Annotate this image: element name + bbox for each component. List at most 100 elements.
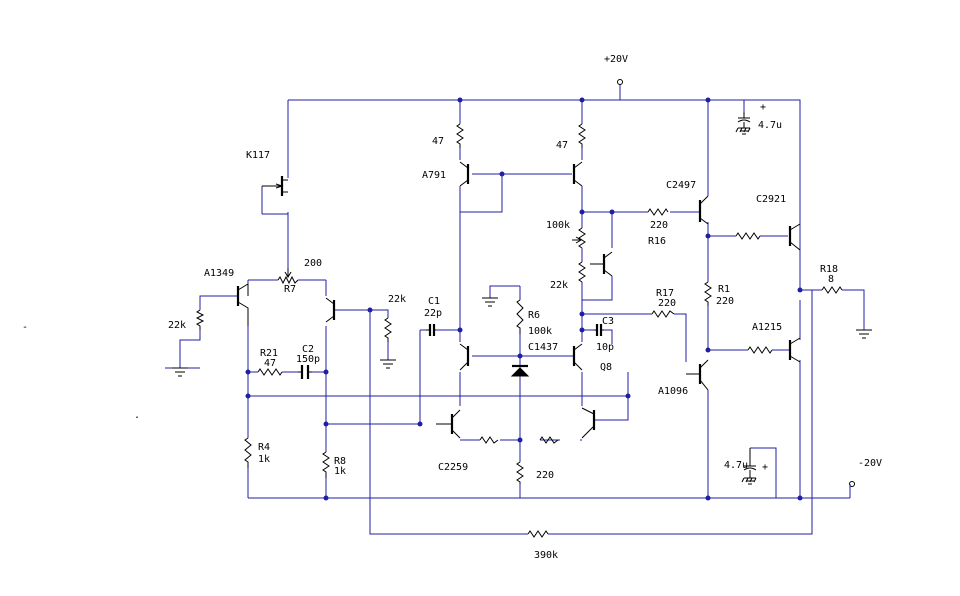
transistor-a1349-right [325, 297, 336, 323]
r21-name: R21 [260, 348, 278, 359]
q8-label: Q8 [600, 362, 612, 373]
resistor-r21 [257, 368, 283, 376]
r47-right-value: 47 [556, 140, 568, 151]
r1-value: 220 [716, 296, 734, 307]
transistor-a1096 [686, 359, 709, 391]
c3-value: 10p [596, 342, 614, 353]
cap-top-value: 4.7u [758, 120, 782, 131]
c1-value: 22p [424, 308, 442, 319]
c2259-label: C2259 [438, 462, 468, 473]
r-input-value: 22k [168, 320, 186, 331]
r4-name: R4 [258, 442, 270, 453]
transistors [236, 161, 801, 439]
transistor-c1437 [572, 343, 583, 371]
zener-diode [510, 364, 530, 440]
resistor-c2921-base [735, 232, 761, 240]
r220-bottom-value: 220 [536, 470, 554, 481]
r8-name: R8 [334, 456, 346, 467]
r7-value: 200 [304, 258, 322, 269]
r8-value: 1k [334, 466, 346, 477]
capacitor-c3 [595, 324, 603, 336]
r390k-value: 390k [534, 550, 558, 561]
transistor-c2497 [698, 195, 709, 225]
r1-name: R1 [718, 284, 730, 295]
resistor-47-right [578, 123, 586, 148]
capacitor-4u7-bottom [741, 448, 757, 485]
c1-name: C1 [428, 296, 440, 307]
resistor-emitter-right [539, 436, 559, 444]
cap-bottom-plus: + [762, 462, 768, 473]
resistor-a1215-base [747, 346, 773, 354]
resistor-r1 [704, 281, 712, 306]
pos-supply-terminal [617, 79, 623, 85]
resistor-r17 [651, 310, 675, 318]
resistor-390k [527, 530, 549, 538]
ground-input [172, 367, 188, 377]
transistor-vbe-multiplier [590, 251, 613, 277]
ground-output-divider [380, 359, 396, 369]
r47-left-value: 47 [432, 136, 444, 147]
neg-supply-label: -20V [858, 458, 882, 469]
resistor-r7 [277, 275, 299, 285]
transistor-c2259-left [436, 409, 461, 439]
labels: +20V -20V + 4.7u + 4.7u K117 200 R7 A134… [22, 54, 882, 561]
a1349-label: A1349 [204, 268, 234, 279]
transistor-mid-left [459, 343, 470, 371]
resistor-47-left [456, 123, 464, 148]
r100k-value: 100k [546, 220, 570, 231]
transistor-c2921 [788, 223, 801, 251]
cap-top-plus: + [760, 102, 766, 113]
resistors [195, 123, 843, 538]
capacitor-c2 [300, 365, 310, 379]
r7-name: R7 [284, 284, 296, 295]
transistor-a791-left [459, 161, 470, 187]
resistor-r4 [244, 437, 252, 468]
r22k-mid-value: 22k [550, 280, 568, 291]
r6-name: R6 [528, 310, 540, 321]
k117-label: K117 [246, 150, 270, 161]
r17-value: 220 [658, 298, 676, 309]
capacitor-4u7-top [735, 112, 751, 135]
jfet-k117 [262, 176, 288, 196]
r4-value: 1k [258, 454, 270, 465]
c2-name: C2 [302, 344, 314, 355]
r17-name: R17 [656, 288, 674, 299]
r18-name: R18 [820, 264, 838, 275]
ground-speaker [856, 329, 872, 339]
resistor-22k-output [384, 317, 392, 342]
c2921-label: C2921 [756, 194, 786, 205]
resistor-r6 [516, 299, 524, 334]
c3-name: C3 [602, 316, 614, 327]
r21-value: 47 [264, 358, 276, 369]
resistor-r18 [821, 286, 843, 294]
transistor-a1215 [788, 337, 801, 363]
c2497-label: C2497 [666, 180, 696, 191]
r6-value: 100k [528, 326, 552, 337]
resistor-22k-input [195, 309, 205, 330]
c2-value: 150p [296, 354, 320, 365]
dash-mark: - [22, 322, 28, 333]
transistor-c2259-right [581, 407, 596, 439]
resistor-emitter-left [479, 436, 499, 444]
resistor-100k-pot [578, 227, 586, 249]
capacitor-c1 [428, 324, 436, 336]
ground-r6 [482, 297, 498, 307]
pos-supply-label: +20V [604, 54, 628, 65]
a1215-label: A1215 [752, 322, 782, 333]
resistor-r16 [647, 208, 669, 216]
dot-mark: . [134, 410, 140, 421]
resistor-r8 [322, 451, 330, 478]
r16-name: R16 [648, 236, 666, 247]
c1437-label: C1437 [528, 342, 558, 353]
junction-dots [245, 97, 803, 501]
capacitors [298, 112, 757, 485]
a1096-label: A1096 [658, 386, 688, 397]
r18-value: 8 [828, 274, 834, 285]
resistor-22k-mid [578, 261, 586, 283]
cap-bottom-value: 4.7u [724, 460, 748, 471]
r-output-value: 22k [388, 294, 406, 305]
r16-value: 220 [650, 220, 668, 231]
transistor-a1349-left [236, 283, 249, 326]
